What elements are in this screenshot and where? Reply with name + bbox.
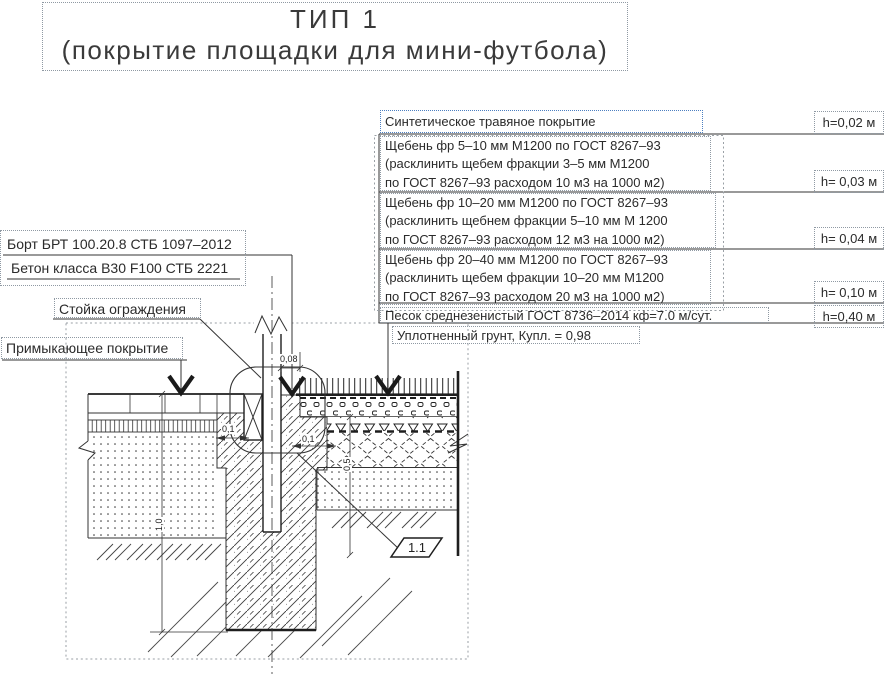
down-arrow-icon (374, 374, 402, 397)
adjacent-surface-label: Примыкающее покрытие (1, 337, 183, 359)
down-arrow-icon (167, 374, 195, 397)
annotation-line: (расклинить щебем фракции 3–5 мм М1200 (385, 156, 650, 172)
layer-annotation-row: Щебень фр 5–10 мм М1200 по ГОСТ 8267–93 … (380, 136, 711, 191)
annotation-line: (расклинить щебнем фракции 5–10 мм М 120… (385, 213, 668, 229)
dimension-lines (150, 352, 354, 636)
annotation-line: Синтетическое травяное покрытие (385, 114, 596, 129)
concrete-label: Бетон класса В30 F100 СТБ 2221 (11, 260, 229, 276)
layer-annotation-row: Щебень фр 20–40 мм М1200 по ГОСТ 8267–93… (380, 250, 711, 305)
layer-annotation-row: Щебень фр 10–20 мм М1200 по ГОСТ 8267–93… (380, 193, 716, 248)
thickness-badge: h= 0,10 м (814, 281, 884, 304)
thickness-badge: h= 0,03 м (814, 170, 884, 193)
down-arrow-icon (278, 375, 306, 398)
annotation-line: (расклинить щебем фракции 10–20 мм М1200 (385, 270, 664, 286)
dimension-foundation-offset: 0,1 (301, 434, 316, 444)
annotation-group-box (374, 135, 724, 311)
label-leaders (2, 134, 389, 389)
annotation-line: Щебень фр 20–40 мм М1200 по ГОСТ 8267–93 (385, 252, 668, 267)
page-subtitle: (покрытие площадки для мини-футбола) (61, 35, 609, 65)
surface-pointer-arrows (167, 374, 402, 398)
layer-annotation-row: Уплотненный грунт, Купл. = 0,98 (392, 326, 640, 344)
dimension-foundation-depth: 1,0 (154, 517, 164, 532)
kerb-section (243, 393, 263, 441)
crushed-stone-5-10-band (300, 397, 458, 416)
detail-flag (389, 537, 444, 558)
layer-annotation-row: Песок среднезенистый ГОСТ 8736–2014 кф=7… (380, 307, 769, 323)
dimension-kerb-width: 0,1 (221, 424, 236, 434)
annotation-rules (379, 133, 884, 324)
annotation-line: по ГОСТ 8267–93 расходом 20 м3 на 1000 м… (385, 288, 665, 304)
dimension-post-edge: 0,08 (279, 354, 299, 364)
detail-marker-label: 1.1 (407, 540, 427, 555)
ground-tick-groups (96, 511, 437, 561)
thickness-badge: h=0,02 м (814, 111, 884, 134)
crushed-stone-10-20-band (327, 417, 458, 431)
title-block: ТИП 1 (покрытие площадки для мини-футбол… (42, 2, 628, 71)
annotation-line: Щебень фр 10–20 мм М1200 по ГОСТ 8267–93 (385, 195, 668, 210)
annotation-line: по ГОСТ 8267–93 расходом 10 м3 на 1000 м… (385, 174, 665, 190)
annotation-line: по ГОСТ 8267–93 расходом 12 м3 на 1000 м… (385, 231, 665, 247)
kerb-labels-group-box (0, 230, 246, 286)
annotation-line: Щебень фр 5–10 мм М1200 по ГОСТ 8267–93 (385, 138, 661, 153)
sand-band (317, 468, 458, 510)
post-break-symbol (254, 314, 288, 336)
kerb-label: Борт БРТ 100.20.8 СТБ 1097–2012 (7, 236, 232, 252)
fence-post-label: Стойка ограждения (54, 298, 201, 318)
synthetic-grass-band (296, 378, 458, 394)
layer-annotation-row: Синтетическое травяное покрытие (380, 110, 703, 133)
annotation-line: Уплотненный грунт, Купл. = 0,98 (397, 328, 591, 343)
detail-callout (229, 366, 444, 558)
field-layer-bands (296, 371, 469, 556)
thickness-badge: h= 0,04 м (814, 227, 884, 250)
dimension-base-depth: 0,5 (342, 457, 352, 472)
break-symbol-left (77, 440, 96, 461)
thickness-badge: h=0,40 м (814, 305, 884, 328)
annotation-line: Песок среднезенистый ГОСТ 8736–2014 кф=7… (385, 308, 713, 323)
adjacent-pavement-section (77, 393, 244, 539)
page-title: ТИП 1 (290, 4, 380, 34)
